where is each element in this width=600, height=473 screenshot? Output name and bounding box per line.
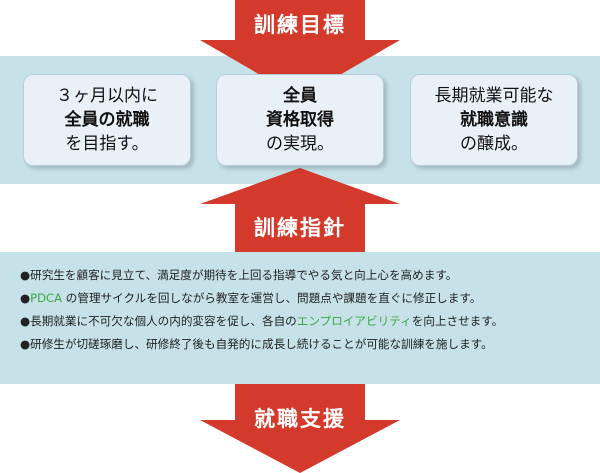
goal-line: の実現。 xyxy=(266,134,334,154)
policy-item: ●研究生を顧客に見立て、満足度が期待を上回る指導でやる気と向上心を高めます。 xyxy=(20,267,590,284)
training-goal-label: 訓練目標 xyxy=(254,13,346,37)
goal-line-bold: 全員 xyxy=(283,86,317,106)
goal-line: を目指す。 xyxy=(65,134,149,154)
policy-text: を向上させます。 xyxy=(411,314,504,328)
arrow-training-policy xyxy=(200,168,400,252)
arrow-shape xyxy=(200,168,400,252)
policy-item: ●長期就業に不可欠な個人の内的変容を促し、各自のエンプロイアビリティを向上させま… xyxy=(20,313,590,330)
policy-text: ●長期就業に不可欠な個人の内的変容を促し、各自の xyxy=(20,314,297,328)
policy-band xyxy=(0,252,600,384)
arrow-shape xyxy=(200,0,400,98)
goal-box-awareness: 長期就業可能な 就職意識 の醸成。 xyxy=(410,74,578,166)
policy-item: ●研修生が切磋琢磨し、研修終了後も自発的に成長し続けることが可能な訓練を施します… xyxy=(20,336,590,353)
goal-line-bold: 就職意識 xyxy=(460,110,528,130)
policy-list: ●研究生を顧客に見立て、満足度が期待を上回る指導でやる気と向上心を高めます。 ●… xyxy=(20,267,590,359)
policy-highlight: PDCA xyxy=(30,291,63,305)
policy-text: ●研修生が切磋琢磨し、研修終了後も自発的に成長し続けることが可能な訓練を施します… xyxy=(20,337,493,351)
goal-line: の醸成。 xyxy=(460,134,528,154)
job-support-label: 就職支援 xyxy=(254,407,346,431)
training-policy-label: 訓練指針 xyxy=(254,216,346,240)
policy-text: の管理サイクルを回しながら教室を運営し、問題点や課題を直ぐに修正します。 xyxy=(62,291,482,305)
policy-highlight: エンプロイアビリティ xyxy=(296,314,412,328)
goal-line-bold: 全員の就職 xyxy=(64,110,150,130)
goal-box-certification: 全員 資格取得 の実現。 xyxy=(216,74,384,166)
policy-item: ●PDCA の管理サイクルを回しながら教室を運営し、問題点や課題を直ぐに修正しま… xyxy=(20,290,590,307)
goal-line-bold: 資格取得 xyxy=(266,110,334,130)
arrow-shape xyxy=(200,384,400,473)
policy-text: ●研究生を顧客に見立て、満足度が期待を上回る指導でやる気と向上心を高めます。 xyxy=(20,268,458,282)
policy-text: ● xyxy=(20,291,31,305)
arrow-job-support xyxy=(0,384,600,473)
goal-box-employment: ３ヶ月以内に 全員の就職 を目指す。 xyxy=(23,74,191,166)
arrow-training-goal xyxy=(0,0,600,120)
goal-line: 長期就業可能な xyxy=(434,86,554,106)
goal-line: ３ヶ月以内に xyxy=(56,86,158,106)
